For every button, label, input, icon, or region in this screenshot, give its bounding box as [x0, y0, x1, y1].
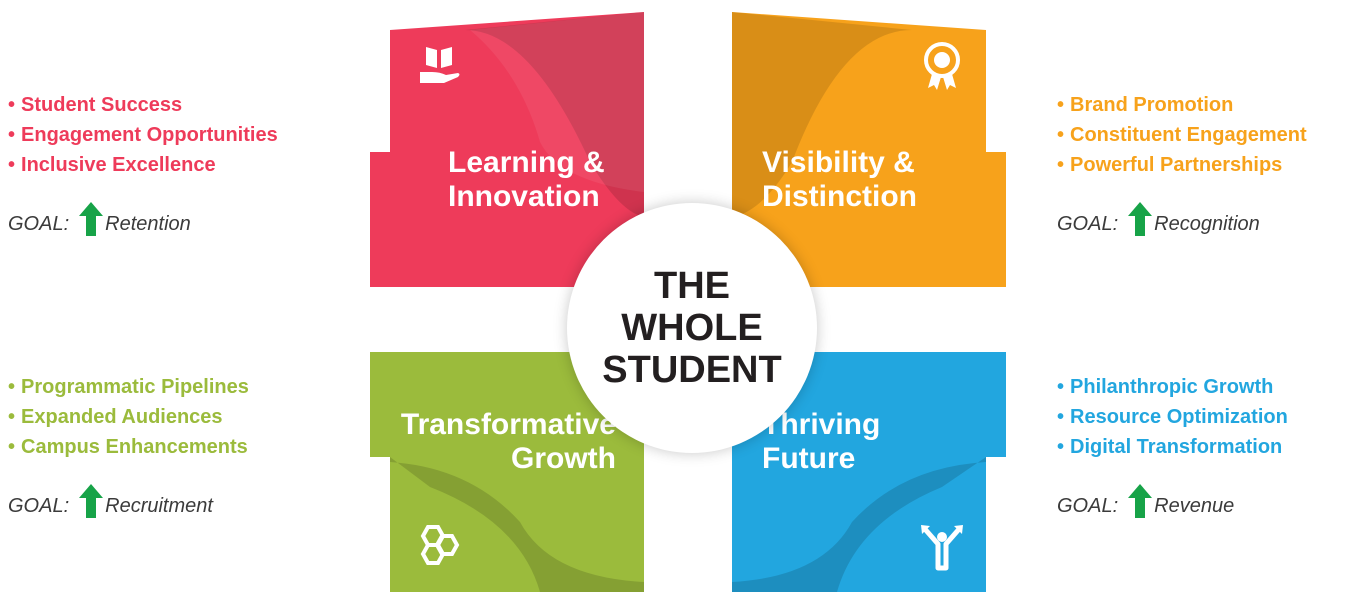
- bullet: •: [1057, 124, 1065, 146]
- list-item: •Digital Transformation: [1057, 432, 1288, 462]
- up-arrow-icon: [79, 484, 104, 518]
- list-item: •Student Success: [8, 90, 278, 120]
- up-arrow-icon: [1128, 484, 1153, 518]
- bullet: •: [1057, 406, 1065, 428]
- list-item: •Expanded Audiences: [8, 402, 249, 432]
- quadrant-learning-innovation: Learning & Innovation: [370, 12, 644, 287]
- list-item: •Campus Enhancements: [8, 432, 249, 462]
- goal-line: GOAL: Revenue: [1057, 484, 1288, 518]
- list-item: •Brand Promotion: [1057, 90, 1307, 120]
- bullet: •: [8, 154, 16, 176]
- goal-value: Recruitment: [105, 495, 213, 517]
- quadrant-transformative-growth: Transformative Growth: [370, 352, 644, 592]
- side-list-visibility: •Brand Promotion •Constituent Engagement…: [1057, 90, 1307, 236]
- list-item-text: Inclusive Excellence: [21, 154, 216, 176]
- goal-line: GOAL: Recognition: [1057, 202, 1307, 236]
- quadrant-visibility-distinction: Visibility & Distinction: [732, 12, 1006, 287]
- goal-line: GOAL: Retention: [8, 202, 278, 236]
- goal-label: GOAL:: [1057, 495, 1119, 517]
- list-item: •Philanthropic Growth: [1057, 372, 1288, 402]
- list-item-text: Digital Transformation: [1070, 436, 1283, 458]
- quadrant-shape: [732, 352, 1006, 592]
- bullet: •: [8, 376, 16, 398]
- quadrant-title: Visibility & Distinction: [762, 146, 917, 213]
- side-list-growth: •Programmatic Pipelines •Expanded Audien…: [8, 372, 249, 518]
- list-item-text: Philanthropic Growth: [1070, 376, 1274, 398]
- goal-label: GOAL:: [8, 213, 70, 235]
- goal-value: Retention: [105, 213, 191, 235]
- up-arrow-icon: [79, 202, 104, 236]
- goal-label: GOAL:: [1057, 213, 1119, 235]
- up-arrow-icon: [1128, 202, 1153, 236]
- quadrant-title: Transformative Growth: [400, 408, 616, 475]
- list-item-text: Student Success: [21, 94, 183, 116]
- quadrant-title: Learning & Innovation: [448, 146, 605, 213]
- goal-line: GOAL: Recruitment: [8, 484, 249, 518]
- bullet: •: [8, 94, 16, 116]
- list-item-text: Engagement Opportunities: [21, 124, 278, 146]
- list-item-text: Resource Optimization: [1070, 406, 1288, 428]
- list-item: •Resource Optimization: [1057, 402, 1288, 432]
- list-item: •Constituent Engagement: [1057, 120, 1307, 150]
- quadrant-thriving-future: Thriving Future: [732, 352, 1006, 592]
- bullet: •: [1057, 376, 1065, 398]
- list-item-text: Campus Enhancements: [21, 436, 248, 458]
- center-circle: THE WHOLE STUDENT: [567, 203, 817, 453]
- goal-label: GOAL:: [8, 495, 70, 517]
- bullet: •: [1057, 94, 1065, 116]
- center-title: THE WHOLE STUDENT: [602, 265, 782, 391]
- list-item: •Engagement Opportunities: [8, 120, 278, 150]
- goal-value: Revenue: [1154, 495, 1235, 517]
- goal-value: Recognition: [1154, 213, 1260, 235]
- bullet: •: [1057, 154, 1065, 176]
- side-list-future: •Philanthropic Growth •Resource Optimiza…: [1057, 372, 1288, 518]
- quadrant-title: Thriving Future: [762, 408, 881, 475]
- list-item-text: Programmatic Pipelines: [21, 376, 249, 398]
- bullet: •: [1057, 436, 1065, 458]
- list-item-text: Brand Promotion: [1070, 94, 1234, 116]
- list-item: •Powerful Partnerships: [1057, 150, 1307, 180]
- side-list-learning: •Student Success •Engagement Opportuniti…: [8, 90, 278, 236]
- list-item-text: Powerful Partnerships: [1070, 154, 1283, 176]
- list-item: •Inclusive Excellence: [8, 150, 278, 180]
- bullet: •: [8, 124, 16, 146]
- bullet: •: [8, 436, 16, 458]
- list-item: •Programmatic Pipelines: [8, 372, 249, 402]
- list-item-text: Constituent Engagement: [1070, 124, 1307, 146]
- list-item-text: Expanded Audiences: [21, 406, 223, 428]
- bullet: •: [8, 406, 16, 428]
